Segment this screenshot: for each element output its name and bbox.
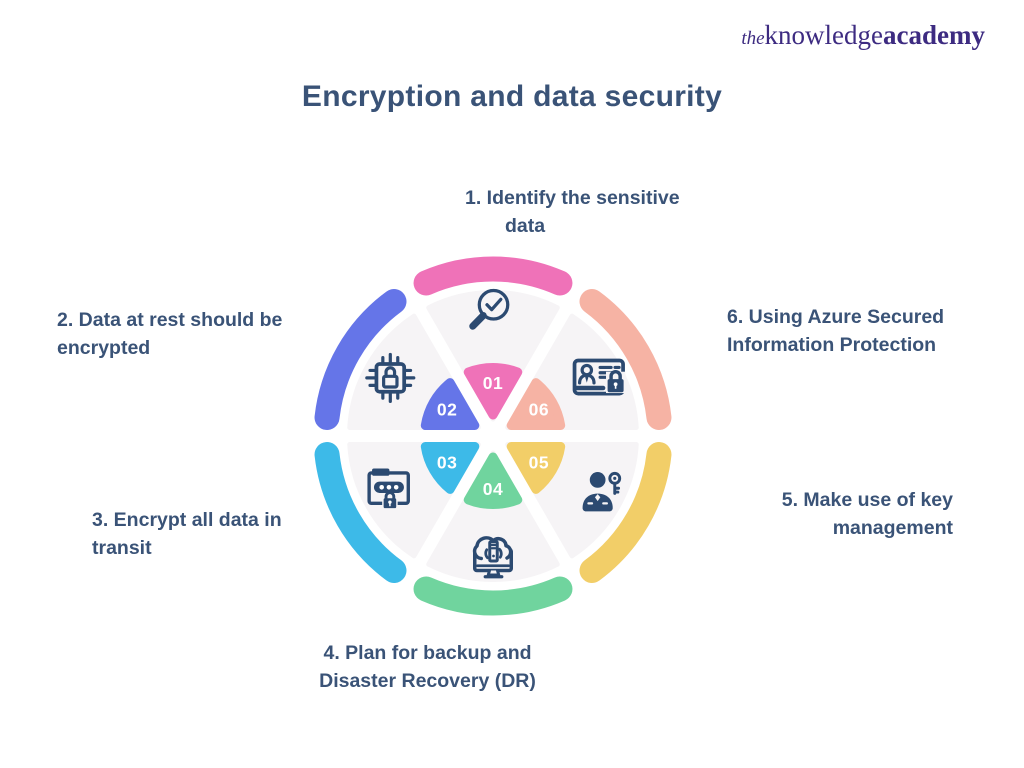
brand-logo: theknowledgeacademy (741, 20, 985, 54)
chip-lock-icon (365, 352, 416, 403)
segment-04-slice (426, 450, 560, 583)
segment-06-outer-arc (579, 289, 672, 430)
step-label-2-line2: encrypted (57, 337, 151, 359)
step-label-1-line2: data (505, 215, 546, 237)
segment-05-inner-wedge (506, 442, 566, 494)
step-label-5-line2: management (832, 517, 953, 539)
step-label-5: 5. Make use of key management (700, 486, 953, 542)
brand-logo-knowledge: knowledge (764, 20, 884, 50)
step-label-1-line1: 1. Identify the sensitive (465, 187, 680, 209)
segment-02-inner-wedge (420, 378, 480, 430)
security-wheel-svg: 01 02 03 04 (314, 256, 672, 616)
step-label-4-line2: Disaster Recovery (DR) (319, 670, 536, 692)
segment-03-outer-arc (314, 442, 407, 583)
segment-04-outer-arc (413, 576, 573, 616)
step-label-3-line1: 3. Encrypt all data in (92, 509, 282, 531)
step-label-3-line2: transit (92, 537, 152, 559)
step-label-4-line1: 4. Plan for backup and (323, 642, 532, 664)
folder-password-icon (367, 468, 410, 510)
brand-logo-academy: academy (883, 20, 985, 50)
segment-04-inner-wedge (463, 452, 523, 509)
step-label-2-line1: 2. Data at rest should be (57, 309, 283, 331)
segment-01-outer-arc (413, 256, 573, 296)
segment-number: 04 (483, 479, 503, 499)
step-label-5-line1: 5. Make use of key (781, 489, 953, 511)
step-label-6-line1: 6. Using Azure Secured (727, 306, 945, 328)
brand-logo-the: the (741, 28, 765, 49)
step-label-4: 4. Plan for backup and Disaster Recovery… (300, 639, 555, 695)
id-card-lock-icon (572, 358, 626, 396)
segment-01-inner-wedge (463, 363, 523, 420)
segment-02-outer-arc (314, 289, 407, 430)
segment-01-slice (426, 289, 560, 422)
step-label-3: 3. Encrypt all data in transit (92, 506, 282, 562)
segment-number: 03 (437, 453, 457, 473)
segment-number: 05 (529, 453, 549, 473)
search-check-icon (469, 288, 510, 330)
segment-number: 02 (437, 400, 457, 420)
security-wheel: 01 02 03 04 (303, 246, 683, 626)
segment-number: 01 (483, 373, 503, 393)
step-label-1: 1. Identify the sensitive data (465, 184, 680, 240)
step-label-6: 6. Using Azure Secured Information Prote… (727, 303, 944, 359)
cloud-backup-icon (472, 536, 514, 579)
segment-05-outer-arc (579, 442, 672, 583)
segment-06-inner-wedge (506, 378, 566, 430)
page-title: Encryption and data security (301, 80, 723, 113)
segment-number: 06 (529, 400, 549, 420)
step-label-6-line2: Information Protection (727, 334, 937, 356)
step-label-2: 2. Data at rest should be encrypted (57, 306, 282, 362)
segment-03-inner-wedge (420, 442, 480, 494)
user-key-icon (582, 471, 622, 512)
